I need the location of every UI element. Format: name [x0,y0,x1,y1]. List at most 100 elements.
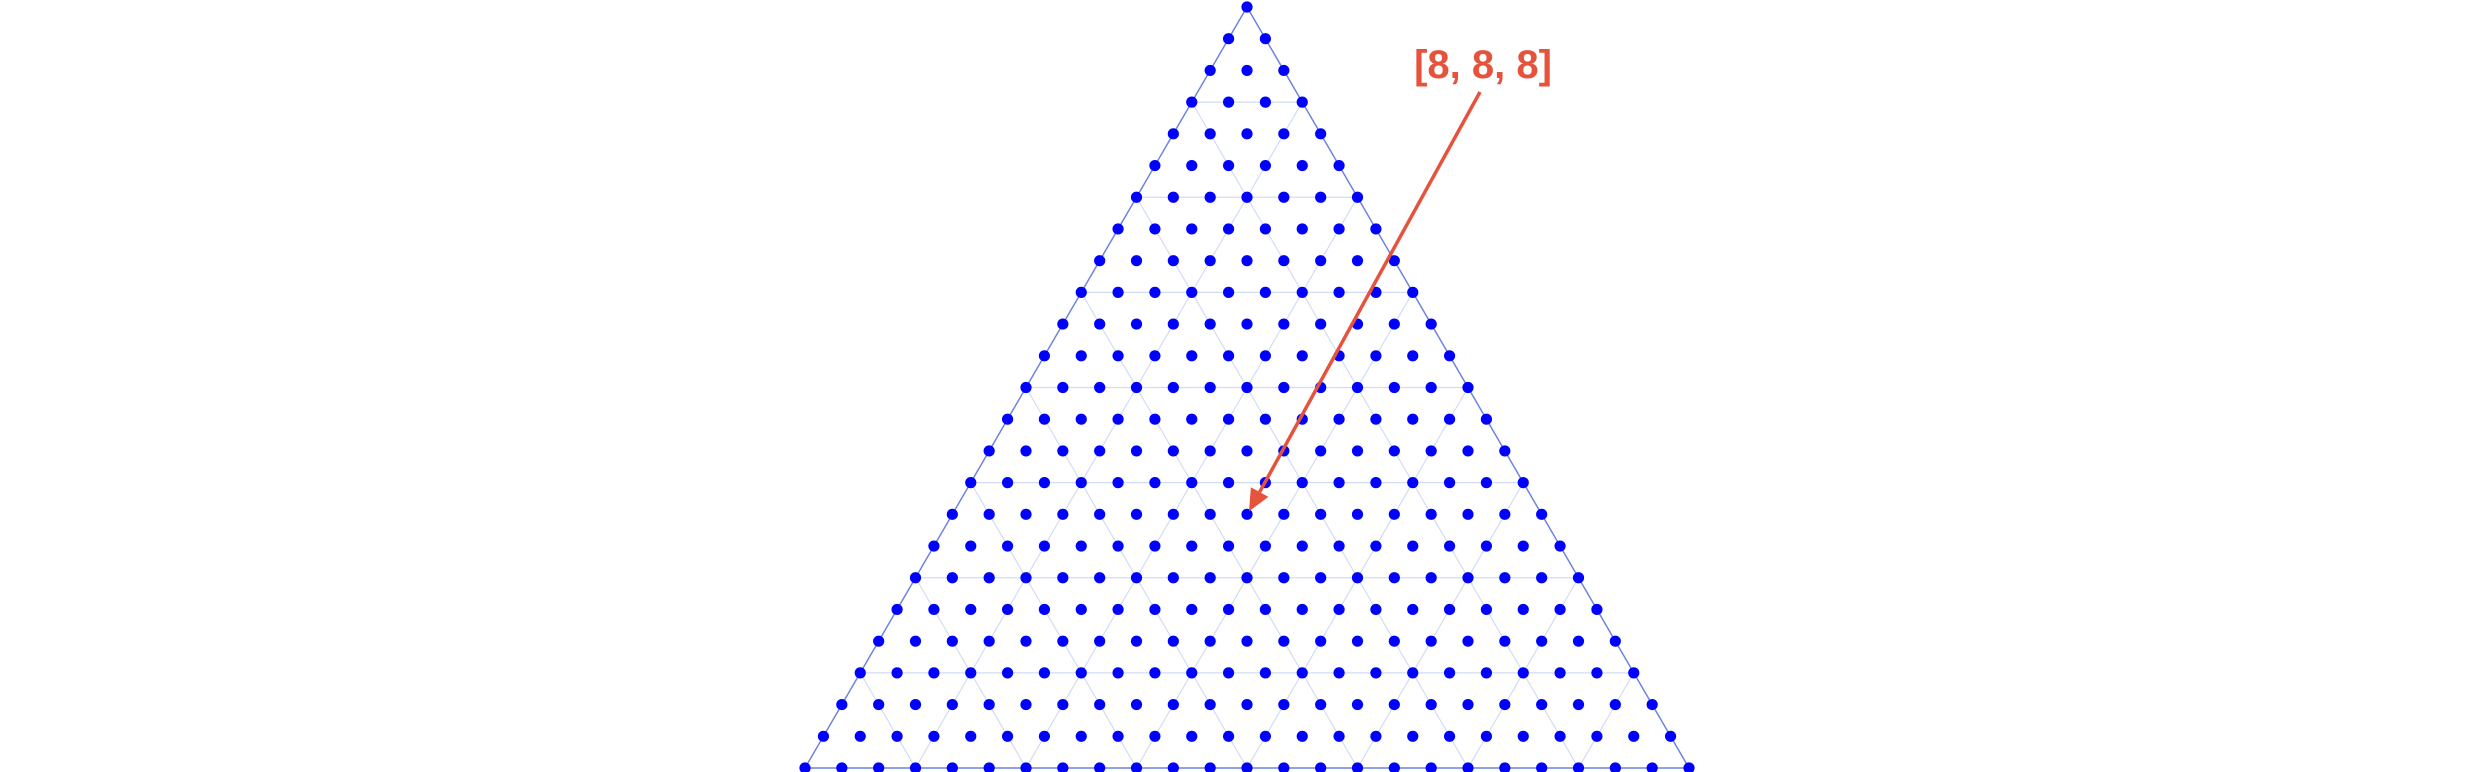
lattice-point [1149,350,1161,362]
lattice-point [965,730,977,742]
lattice-point [1020,572,1032,584]
lattice-point [1204,698,1216,711]
grid-line [1356,482,1524,769]
lattice-point [1057,635,1069,647]
lattice-point [1296,667,1308,679]
lattice-point [1333,413,1345,425]
lattice-point [1204,64,1216,77]
lattice-point [1370,667,1382,679]
lattice-point [1407,730,1419,742]
lattice-point [1130,191,1143,203]
lattice-point [1664,730,1677,742]
lattice-point [1278,191,1290,203]
lattice-point [1536,698,1548,711]
lattice-point [1333,667,1345,679]
lattice-point [1351,381,1364,394]
lattice-point [1167,635,1179,647]
lattice-point [836,762,848,772]
lattice-point [1167,381,1179,394]
lattice-point [1517,477,1529,489]
lattice-point [1038,667,1051,679]
lattice-point [1278,381,1290,394]
lattice-point [1333,603,1345,616]
lattice-point [891,667,903,679]
lattice-point [1517,540,1529,552]
lattice-point [1296,159,1308,172]
lattice-point [909,762,922,772]
lattice-point [909,635,922,647]
lattice-point [983,762,995,772]
lattice-point [1241,128,1253,140]
grid-line [914,101,1303,769]
lattice-point [1425,508,1437,520]
lattice-point [1259,413,1272,425]
lattice-point [1462,572,1474,584]
lattice-point [1149,286,1161,298]
lattice-point [1351,572,1364,584]
lattice-point [1112,540,1124,552]
lattice-point [1222,667,1235,679]
point-annotation: [8, 8, 8] [1249,43,1552,512]
lattice-point [1462,762,1474,772]
lattice-point [873,635,885,647]
lattice-point [1370,413,1382,425]
lattice-point [1167,318,1179,330]
lattice-point [1204,381,1216,394]
lattice-point [1591,730,1603,742]
lattice-point [1204,255,1216,267]
grid-line [970,482,1138,769]
lattice-point [1167,508,1179,520]
lattice-point [1241,191,1253,203]
lattice-point [1149,603,1161,616]
lattice-point [1094,318,1106,330]
lattice-point [854,667,866,679]
lattice-point [1259,96,1272,108]
lattice-point [1462,508,1474,520]
lattice-point [1609,762,1621,772]
lattice-point [983,698,995,711]
lattice-point [1591,667,1603,679]
lattice-point [1186,350,1198,362]
lattice-point [1370,223,1382,235]
lattice-point [1425,698,1437,711]
grid-line [1577,672,1635,769]
lattice-point [1278,635,1290,647]
lattice-point [1628,730,1640,742]
lattice-point [946,635,958,647]
lattice-point [1499,762,1511,772]
lattice-point [1186,413,1198,425]
lattice-point [1388,381,1400,394]
lattice-point [946,508,958,520]
lattice-point [1001,667,1014,679]
lattice-point [1149,413,1161,425]
lattice-point [1480,603,1493,616]
lattice-point [1241,508,1253,520]
lattice-point [1315,445,1327,457]
lattice-point [1443,603,1456,616]
lattice-point [1554,603,1566,616]
lattice-point [1572,762,1585,772]
grid-line [1191,101,1580,769]
lattice-point [1241,635,1253,647]
lattice-point [1112,730,1124,742]
lattice-point [1480,730,1493,742]
lattice-point [1333,730,1345,742]
lattice-point [1001,540,1014,552]
lattice-point [1536,572,1548,584]
lattice-point [1370,540,1382,552]
lattice-point [1315,572,1327,584]
lattice-point [909,698,922,711]
lattice-point [983,572,995,584]
lattice-point [1167,572,1179,584]
lattice-point [1112,350,1124,362]
lattice-point [1020,635,1032,647]
lattice-point [1075,540,1087,552]
lattice-point [1278,64,1290,77]
lattice-point [928,667,940,679]
lattice-point [1388,698,1400,711]
lattice-point [1112,413,1124,425]
lattice-point [1222,477,1235,489]
lattice-point [1278,698,1290,711]
lattice-point [1204,445,1216,457]
